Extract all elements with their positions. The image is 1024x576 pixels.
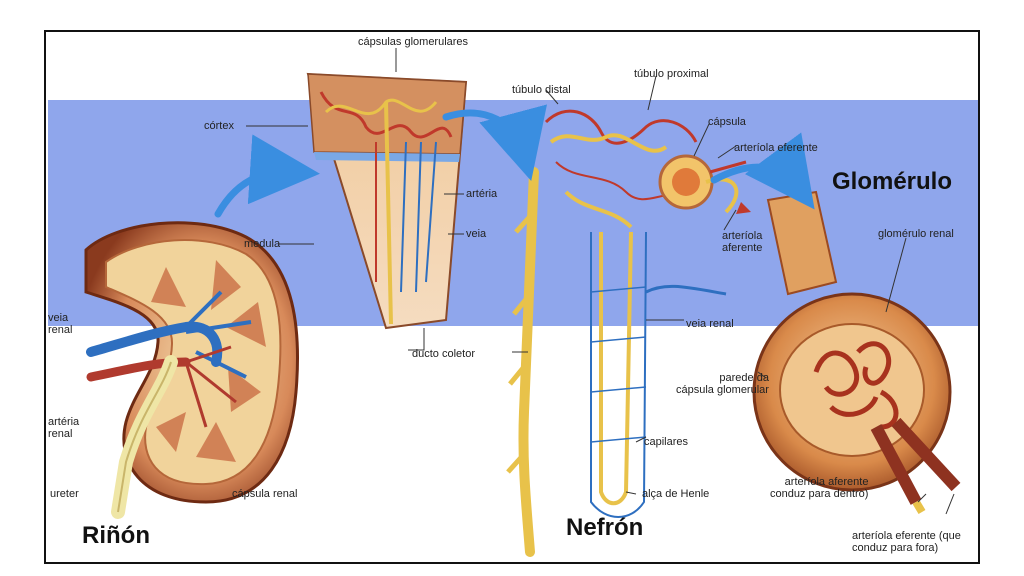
label-arteriola-aferente-conduz: arteríola aferente conduz para dentro) bbox=[770, 476, 869, 500]
label-tubulo-proximal: túbulo proximal bbox=[634, 68, 709, 80]
label-parede-capsula: parede da cápsula glomerular bbox=[676, 372, 769, 396]
kidney-illustration bbox=[84, 221, 299, 519]
nephron-illustration bbox=[506, 109, 751, 557]
label-arteriola-aferente: arteríola aferente bbox=[722, 230, 763, 254]
renal-wedge-section bbox=[306, 72, 468, 330]
label-arteria-renal: artéria renal bbox=[48, 416, 80, 440]
label-capilares: capilares bbox=[644, 436, 689, 448]
arrow-wedge-to-nephron bbox=[442, 104, 547, 182]
glomerulus-illustration bbox=[752, 190, 961, 515]
glomerulus-title: Glomérulo bbox=[832, 168, 953, 195]
label-arteria-section: artéria bbox=[466, 188, 498, 200]
label-tubulo-distal: túbulo distal bbox=[512, 84, 571, 96]
arrow-nephron-to-glomerulus bbox=[710, 132, 815, 210]
label-arteriola-eferente-conduz: arteríola eferente (que conduz para fora… bbox=[852, 530, 961, 554]
label-arteriola-eferente: arteríola eferente bbox=[734, 142, 818, 154]
label-capsula: cápsula bbox=[708, 116, 746, 128]
leader-lines bbox=[246, 48, 955, 515]
anatomy-illustration bbox=[84, 48, 961, 557]
diagram-frame: Riñón Nefrón Glomérulo cápsulas glomerul… bbox=[44, 30, 980, 564]
label-veia-renal-kidney: veia renal bbox=[48, 312, 73, 336]
label-ureter: ureter bbox=[50, 488, 79, 500]
label-veia-section: veia bbox=[466, 228, 487, 240]
label-capsulas-glomerulares: cápsulas glomerulares bbox=[358, 36, 469, 48]
label-ducto-coletor: ducto coletor bbox=[412, 348, 475, 360]
flow-arrows bbox=[214, 104, 815, 218]
label-capsula-renal: cápsula renal bbox=[232, 488, 298, 500]
label-glomerulo-renal: glomérulo renal bbox=[878, 228, 954, 240]
arrow-kidney-to-wedge bbox=[214, 134, 320, 218]
label-medula: medula bbox=[244, 238, 281, 250]
kidney-title: Riñón bbox=[82, 522, 150, 549]
nephron-title: Nefrón bbox=[566, 514, 644, 541]
label-cortex: córtex bbox=[204, 120, 234, 132]
label-veia-renal-nephron: veia renal bbox=[686, 318, 734, 330]
label-alca-de-henle: alça de Henle bbox=[642, 488, 710, 500]
